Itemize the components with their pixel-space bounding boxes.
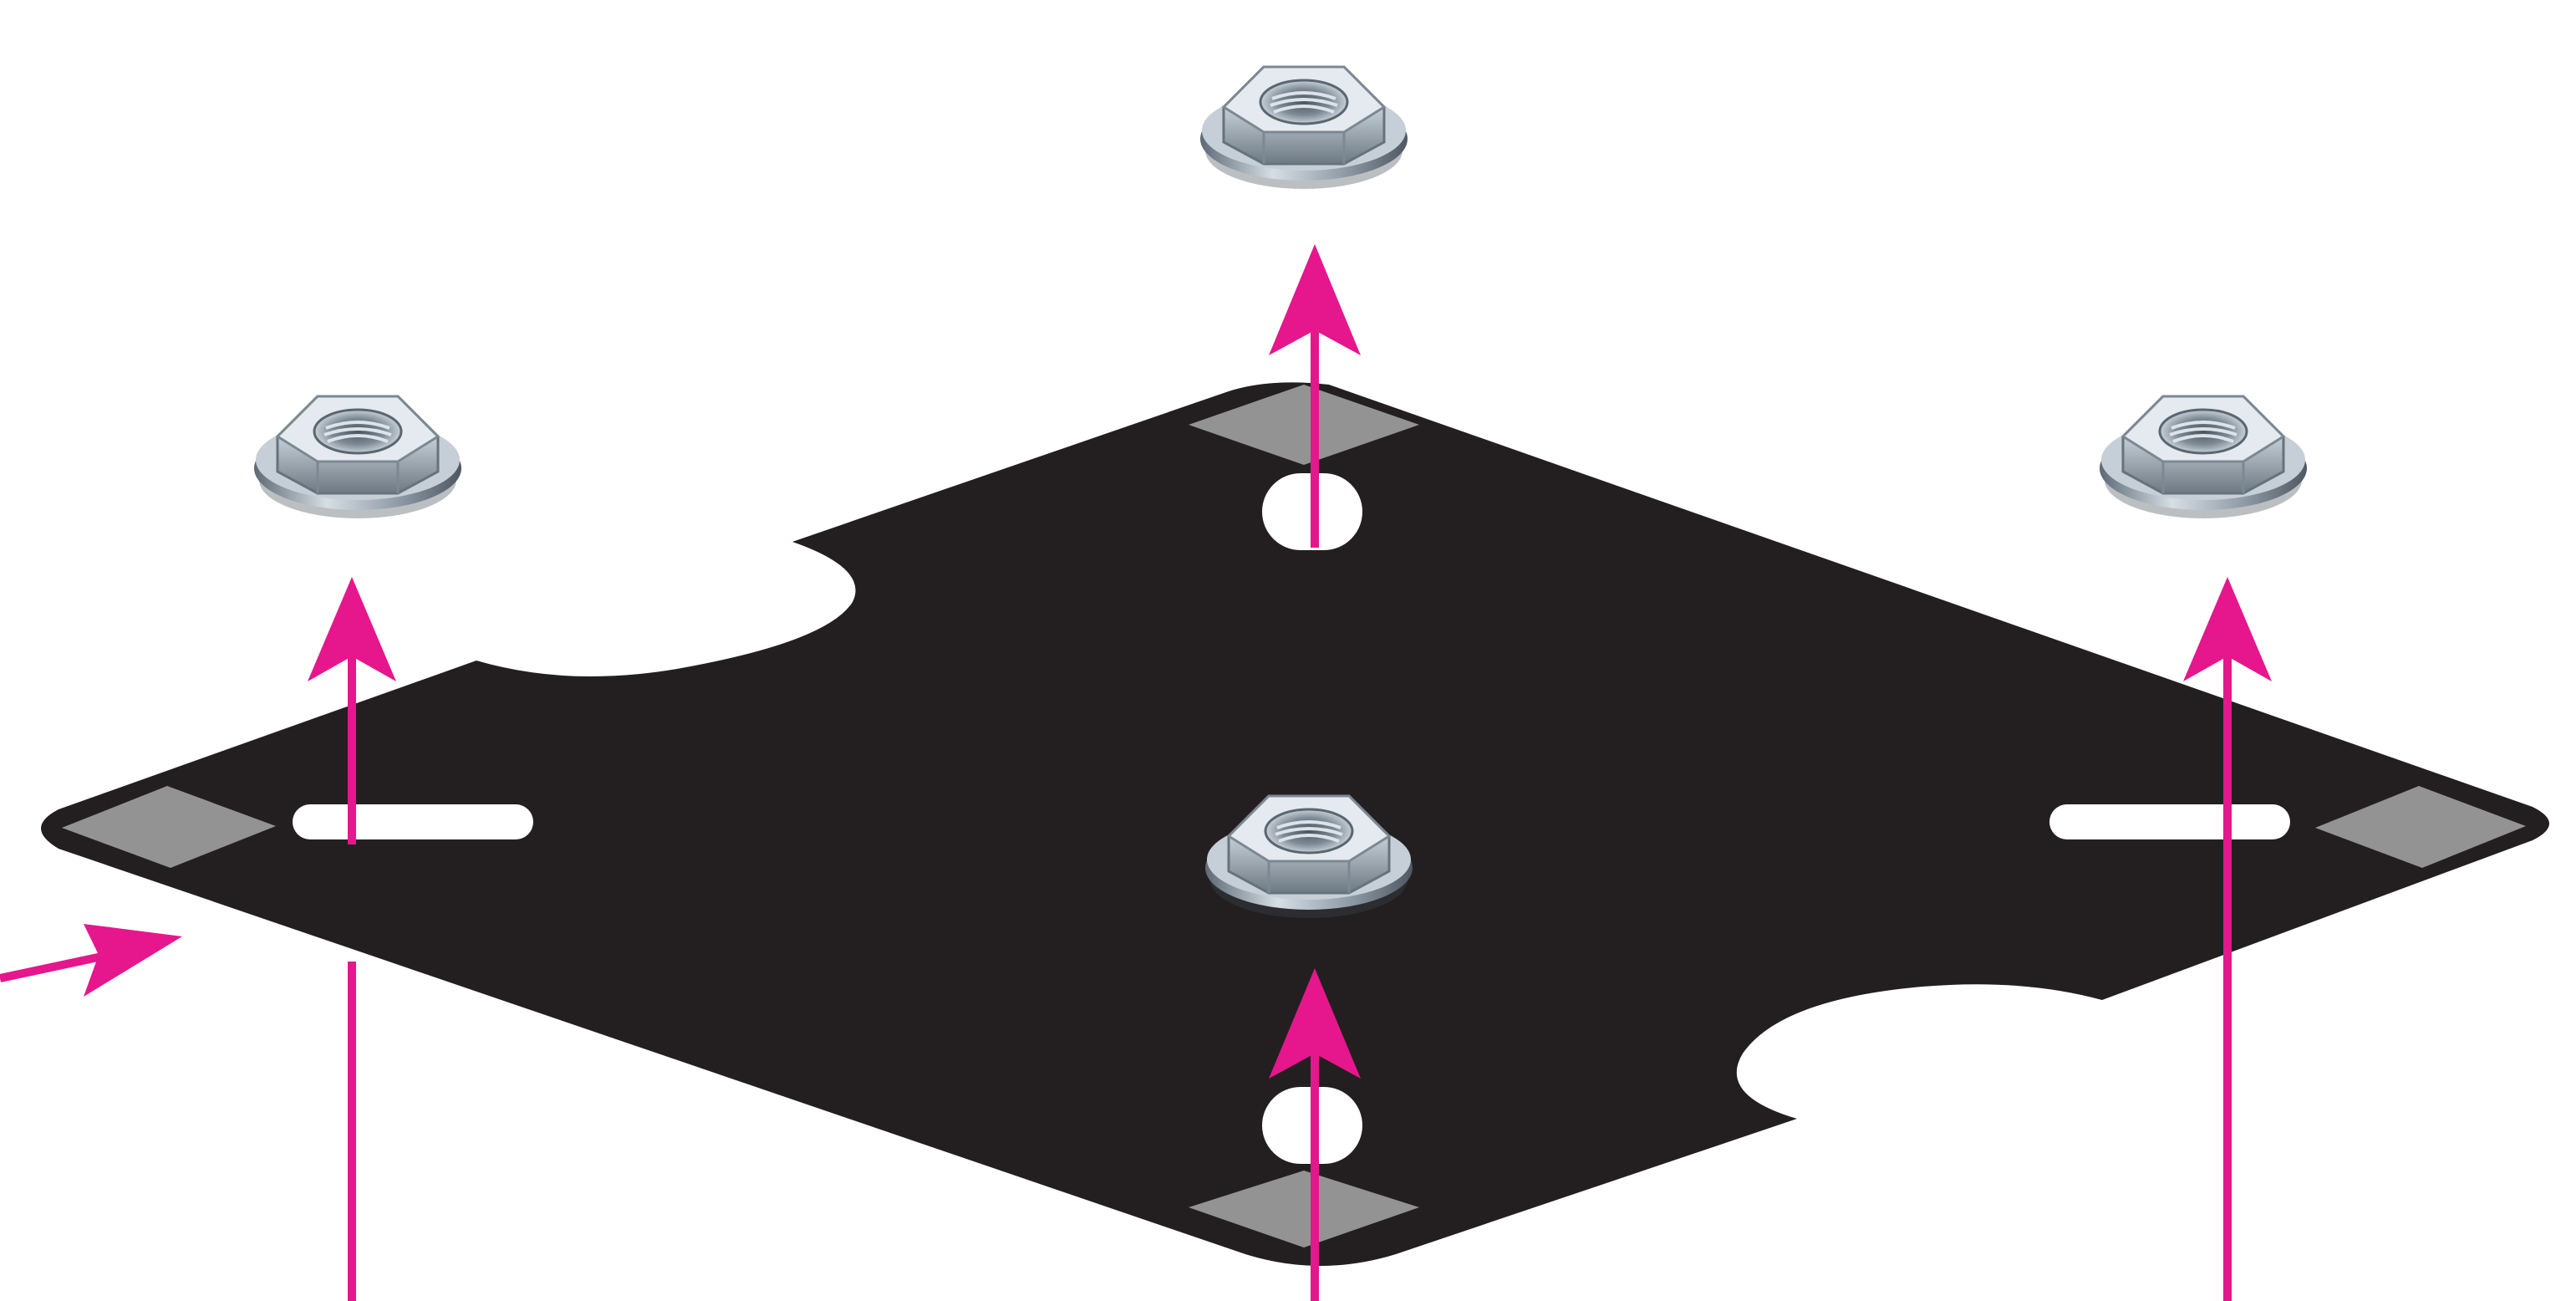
arrow-edge-pointer bbox=[0, 924, 182, 997]
flange-nut-right bbox=[2100, 396, 2307, 518]
flange-nut-top bbox=[1200, 67, 1408, 189]
arrow-right-icon bbox=[84, 924, 182, 997]
slot-left bbox=[293, 804, 533, 839]
flange-nut-left bbox=[254, 396, 461, 518]
slot-right bbox=[2049, 804, 2290, 839]
